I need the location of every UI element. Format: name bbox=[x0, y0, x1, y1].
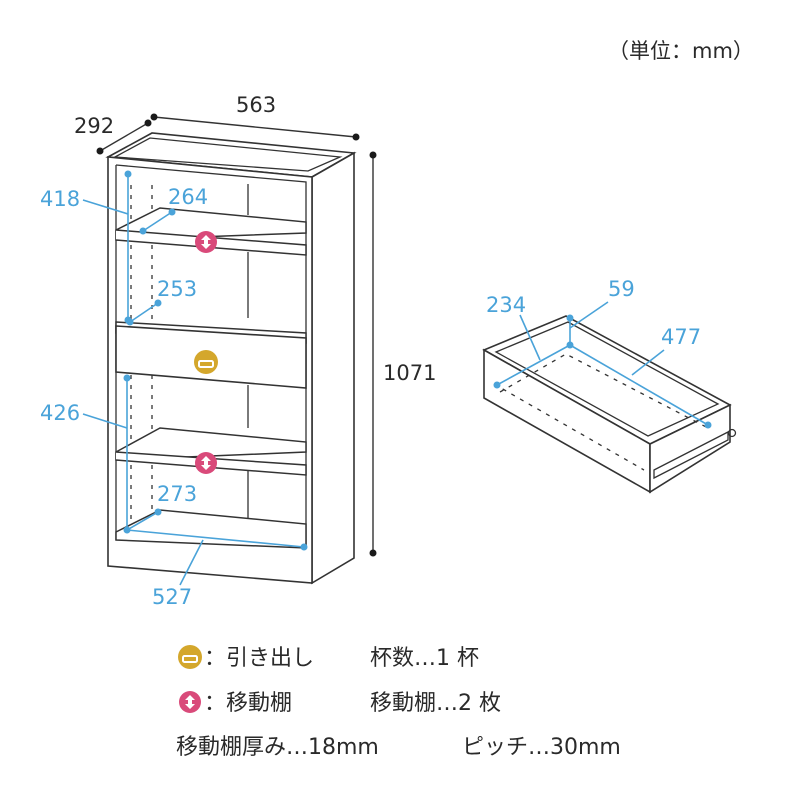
up-down-arrow-icon bbox=[195, 452, 217, 474]
legend-drawer-label: ：引き出し bbox=[204, 646, 314, 671]
up-down-arrow-icon bbox=[195, 231, 217, 253]
width-label: 563 bbox=[236, 93, 276, 117]
drawer-rail bbox=[653, 430, 729, 480]
legend-shelf-count: 移動棚…2 枚 bbox=[370, 691, 501, 716]
drawer-inner-width-label: 477 bbox=[661, 325, 701, 349]
up-down-arrow-icon bbox=[179, 691, 201, 713]
drawer-inner-dimensions bbox=[493, 301, 712, 429]
drawer-inner-depth-label: 234 bbox=[486, 293, 526, 317]
bottom-inner-depth-label: 273 bbox=[157, 482, 197, 506]
legend-thickness: 移動棚厚み…18mm bbox=[176, 735, 379, 760]
bookcase-drawing bbox=[105, 132, 357, 585]
height-label: 1071 bbox=[383, 361, 436, 385]
bookcase-top-inner bbox=[112, 137, 343, 172]
lower-section-label: 426 bbox=[40, 401, 80, 425]
top-inner-depth-label: 264 bbox=[168, 185, 208, 209]
drawer-icon bbox=[178, 645, 202, 669]
inner-width-label: 527 bbox=[152, 585, 192, 609]
legend: ：引き出し 杯数…1 杯 ：移動棚 移動棚…2 枚 移動棚厚み…18mm ピッチ… bbox=[176, 645, 621, 760]
unit-note: （単位：mm） bbox=[608, 39, 754, 63]
middle-inner-depth-label: 253 bbox=[157, 277, 197, 301]
outer-dimensions bbox=[96, 113, 377, 557]
bottom-shelf bbox=[115, 509, 307, 549]
legend-pitch: ピッチ…30mm bbox=[462, 735, 621, 760]
bookcase-right-side bbox=[311, 151, 355, 585]
legend-drawer-count: 杯数…1 杯 bbox=[370, 646, 479, 671]
depth-label: 292 bbox=[74, 114, 114, 138]
top-section-label: 418 bbox=[40, 187, 80, 211]
drawer-inner-height-label: 59 bbox=[608, 277, 635, 301]
drawer-icon bbox=[194, 350, 218, 374]
legend-shelf-label: ：移動棚 bbox=[204, 691, 292, 716]
inner-dimensions bbox=[82, 170, 308, 586]
